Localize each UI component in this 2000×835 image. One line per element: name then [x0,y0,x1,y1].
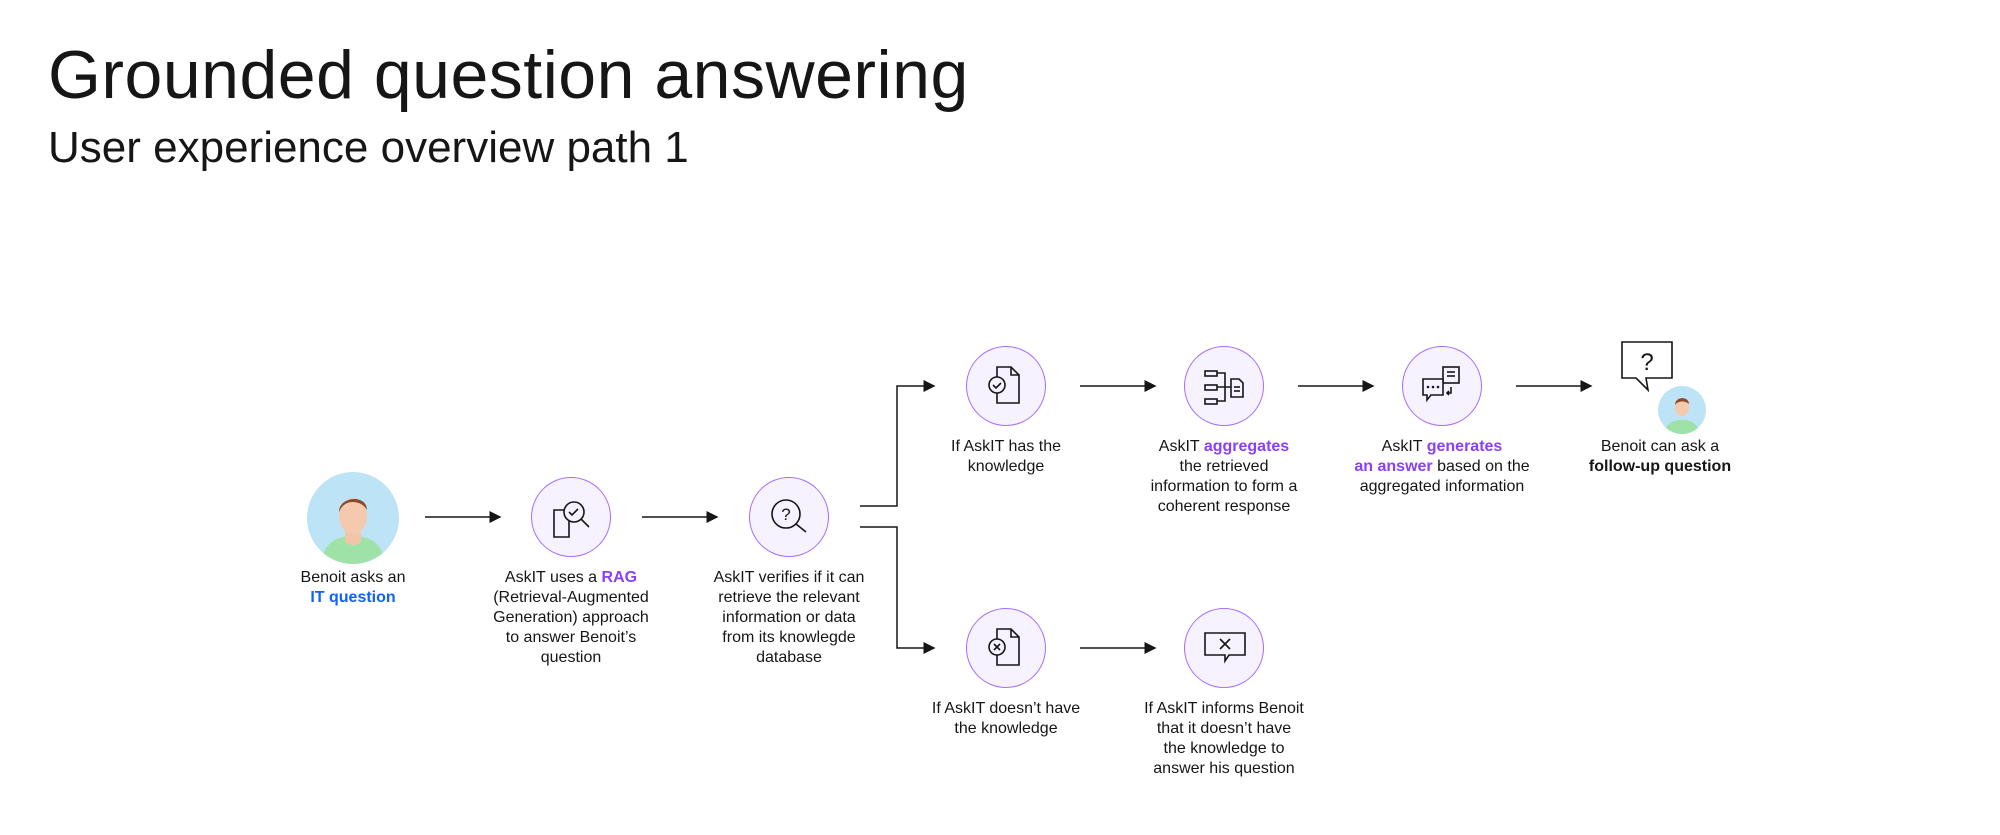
document-check-icon [988,366,1020,404]
aggregates-highlight: aggregates [1203,438,1290,455]
step-has-knowledge-caption: If AskIT has the knowledge [951,438,1061,475]
no-knowledge-node [966,608,1046,688]
step-inform-caption: If AskIT informs Benoit that it doesn’t … [1144,700,1304,777]
has-knowledge-node [966,346,1046,426]
page-title: Grounded question answering [48,37,969,113]
step-no-knowledge-caption: If AskIT doesn’t have the knowledge [931,700,1081,737]
user-avatar-icon [307,472,399,564]
chat-generate-icon [1422,366,1460,403]
question-search-icon: ? [771,499,807,533]
rag-node [531,477,611,557]
follow-up-highlight: follow-up question [1588,458,1732,475]
it-question-highlight: IT question [310,589,396,606]
generates-highlight: generates [1426,438,1503,455]
chat-error-icon [1204,632,1246,664]
page-subtitle: User experience overview path 1 [48,123,689,172]
verify-node: ? [749,477,829,557]
step-ask-caption: Benoit asks an IT question [300,569,406,606]
step-generate-caption: AskIT generates an answer based on the a… [1354,438,1530,495]
inform-node [1184,608,1264,688]
step-follow-up-caption: Benoit can ask a follow-up question [1588,438,1732,475]
document-search-check-icon [553,501,590,538]
generate-node [1402,346,1482,426]
user-question-bubble-icon: ? [1621,341,1706,434]
document-error-icon [988,628,1020,666]
svg-text:?: ? [781,505,790,524]
aggregate-node [1184,346,1264,426]
step-aggregate-caption: AskIT aggregates the retrieved informati… [1150,438,1298,515]
an-answer-highlight: an answer [1354,458,1433,475]
svg-text:?: ? [1640,349,1653,376]
arrow-verify-to-no [860,526,936,654]
step-verify-caption: AskIT verifies if it can retrieve the re… [713,569,865,666]
rag-highlight: RAG [601,569,638,586]
arrow-verify-to-has [860,380,936,507]
step-rag-caption: AskIT uses a RAG (Retrieval-Augmented Ge… [493,569,649,666]
aggregate-documents-icon [1204,370,1244,405]
